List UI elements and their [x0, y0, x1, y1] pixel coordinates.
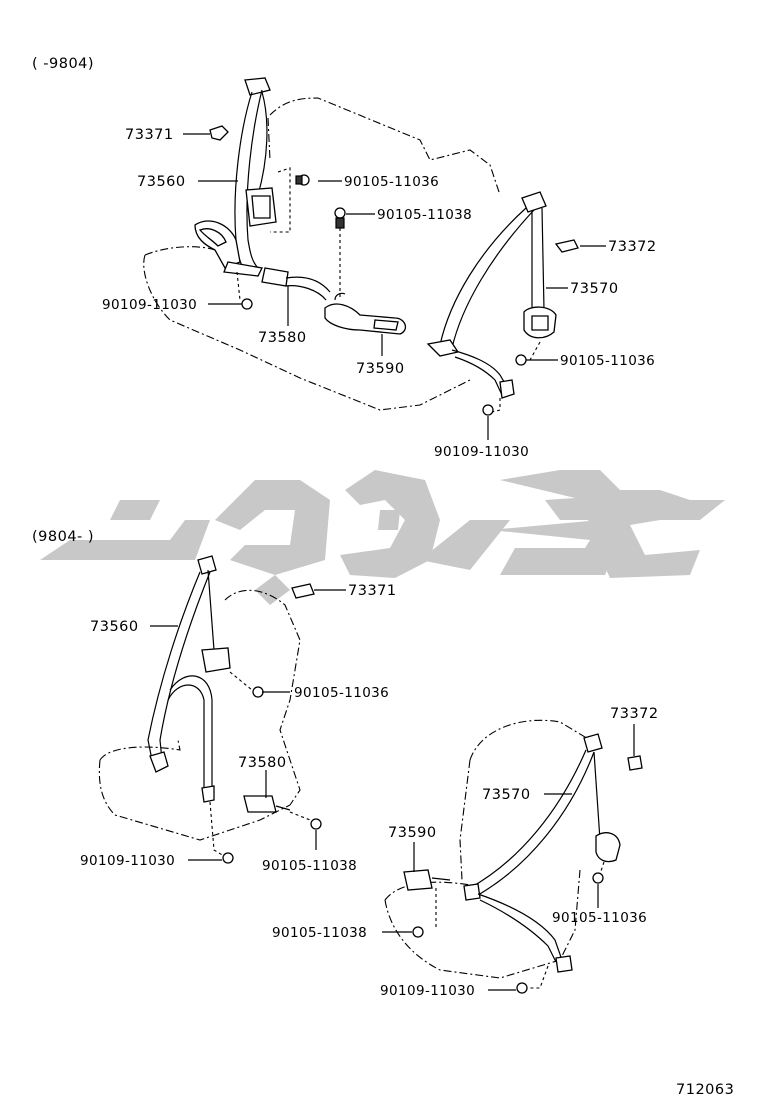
callout-73570-top: 73570: [570, 281, 619, 297]
buckle-73590-bottom: [403, 869, 451, 891]
bolt-90109-11030-bottom-left: [209, 801, 234, 864]
seat-belt-73560-bottom: [147, 555, 231, 803]
watermark-logo: [40, 470, 725, 605]
callout-73372-top: 73372: [608, 239, 657, 255]
callout-73580-top: 73580: [258, 330, 307, 346]
callout-73371-top: 73371: [125, 127, 174, 143]
callout-73560-bottom: 73560: [90, 619, 139, 635]
bolt-90105-11038-bottom-left: [289, 811, 322, 830]
seat-outline-bottom-left: [98, 589, 301, 841]
callout-73590-top: 73590: [356, 361, 405, 377]
callout-90109-11030-bottom-b: 90109-11030: [380, 983, 475, 999]
leaders-top: [183, 133, 606, 440]
bolt-90105-11038-top: [334, 207, 346, 300]
callout-73560-top: 73560: [137, 174, 186, 190]
range-label-top: ( -9804): [32, 56, 94, 72]
seat-belt-73570-top: [426, 191, 557, 399]
cover-73371-bottom: [291, 583, 315, 599]
callout-90105-11036-bottom-b: 90105-11036: [552, 910, 647, 926]
bolt-90109-11030-top-right: [482, 398, 501, 416]
callout-90105-11038-top: 90105-11038: [377, 207, 472, 223]
callout-90105-11038-bottom-b: 90105-11038: [272, 925, 367, 941]
bolt-73372-bottom: [627, 740, 643, 771]
figure-id: 712063: [676, 1082, 734, 1098]
callout-90105-11036-bottom-a: 90105-11036: [294, 685, 389, 701]
callout-73590-bottom: 73590: [388, 825, 437, 841]
callout-90109-11030-bottom-a: 90109-11030: [80, 853, 175, 869]
seat-outline-top: [143, 97, 501, 411]
callout-73570-bottom: 73570: [482, 787, 531, 803]
callout-73372-bottom: 73372: [610, 706, 659, 722]
callout-90109-11030-top-b: 90109-11030: [434, 444, 529, 460]
leaders-bottom: [150, 589, 635, 991]
seat-outline-bottom-right: [384, 719, 591, 979]
callout-73371-bottom: 73371: [348, 583, 397, 599]
buckle-73580-bottom: [243, 795, 291, 813]
range-label-bottom: (9804- ): [32, 529, 94, 545]
callout-90105-11038-bottom-a: 90105-11038: [262, 858, 357, 874]
callout-90105-11036-top-b: 90105-11036: [560, 353, 655, 369]
callout-90105-11036-top-a: 90105-11036: [344, 174, 439, 190]
callout-90109-11030-top-a: 90109-11030: [102, 297, 197, 313]
bolt-73372-top: [554, 239, 579, 253]
seat-belt-73570-bottom: [463, 733, 621, 973]
bolt-90105-11036-bottom-right: [592, 861, 605, 884]
bolt-90105-11036-top-left: [270, 167, 310, 233]
buckle-73590-top: [324, 292, 407, 335]
cover-73371-top: [209, 125, 229, 141]
bolt-90105-11036-bottom-left: [229, 671, 264, 698]
callout-73580-bottom: 73580: [238, 755, 287, 771]
seat-belt-73560-top: [194, 77, 277, 277]
bolt-90109-11030-bottom-right: [516, 965, 549, 994]
bolt-90105-11038-bottom-right: [412, 888, 437, 938]
buckle-73580-top: [261, 267, 331, 301]
bolt-90105-11036-top-right: [515, 341, 541, 366]
